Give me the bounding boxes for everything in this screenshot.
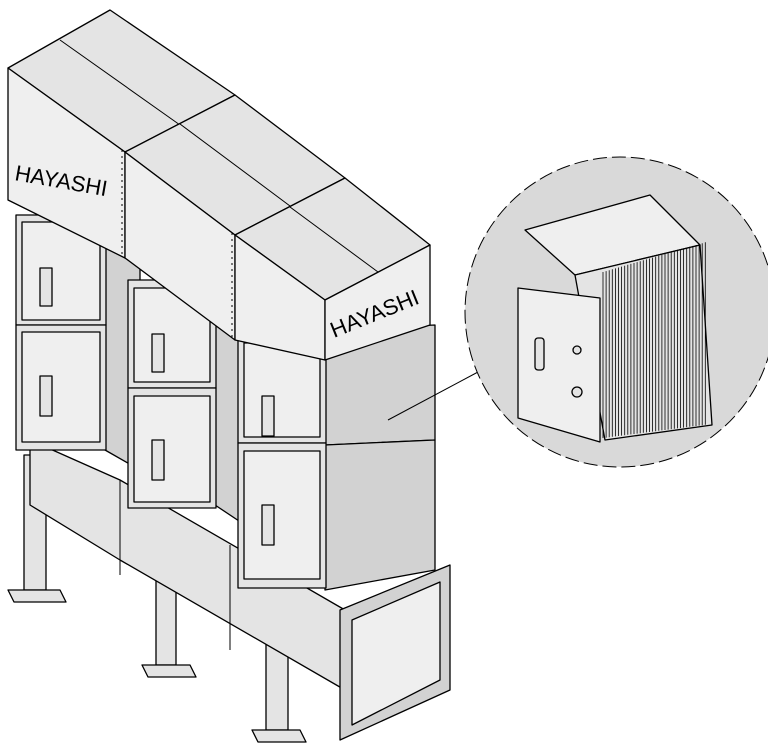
cabinet-column-1	[15, 214, 141, 471]
cabinet-column-3	[237, 324, 436, 591]
filter-detail-callout	[464, 156, 768, 468]
bottom-duct	[29, 439, 451, 741]
top-duct: HAYASHI HAYASHI	[7, 9, 431, 361]
callout-leader-line	[387, 371, 479, 421]
